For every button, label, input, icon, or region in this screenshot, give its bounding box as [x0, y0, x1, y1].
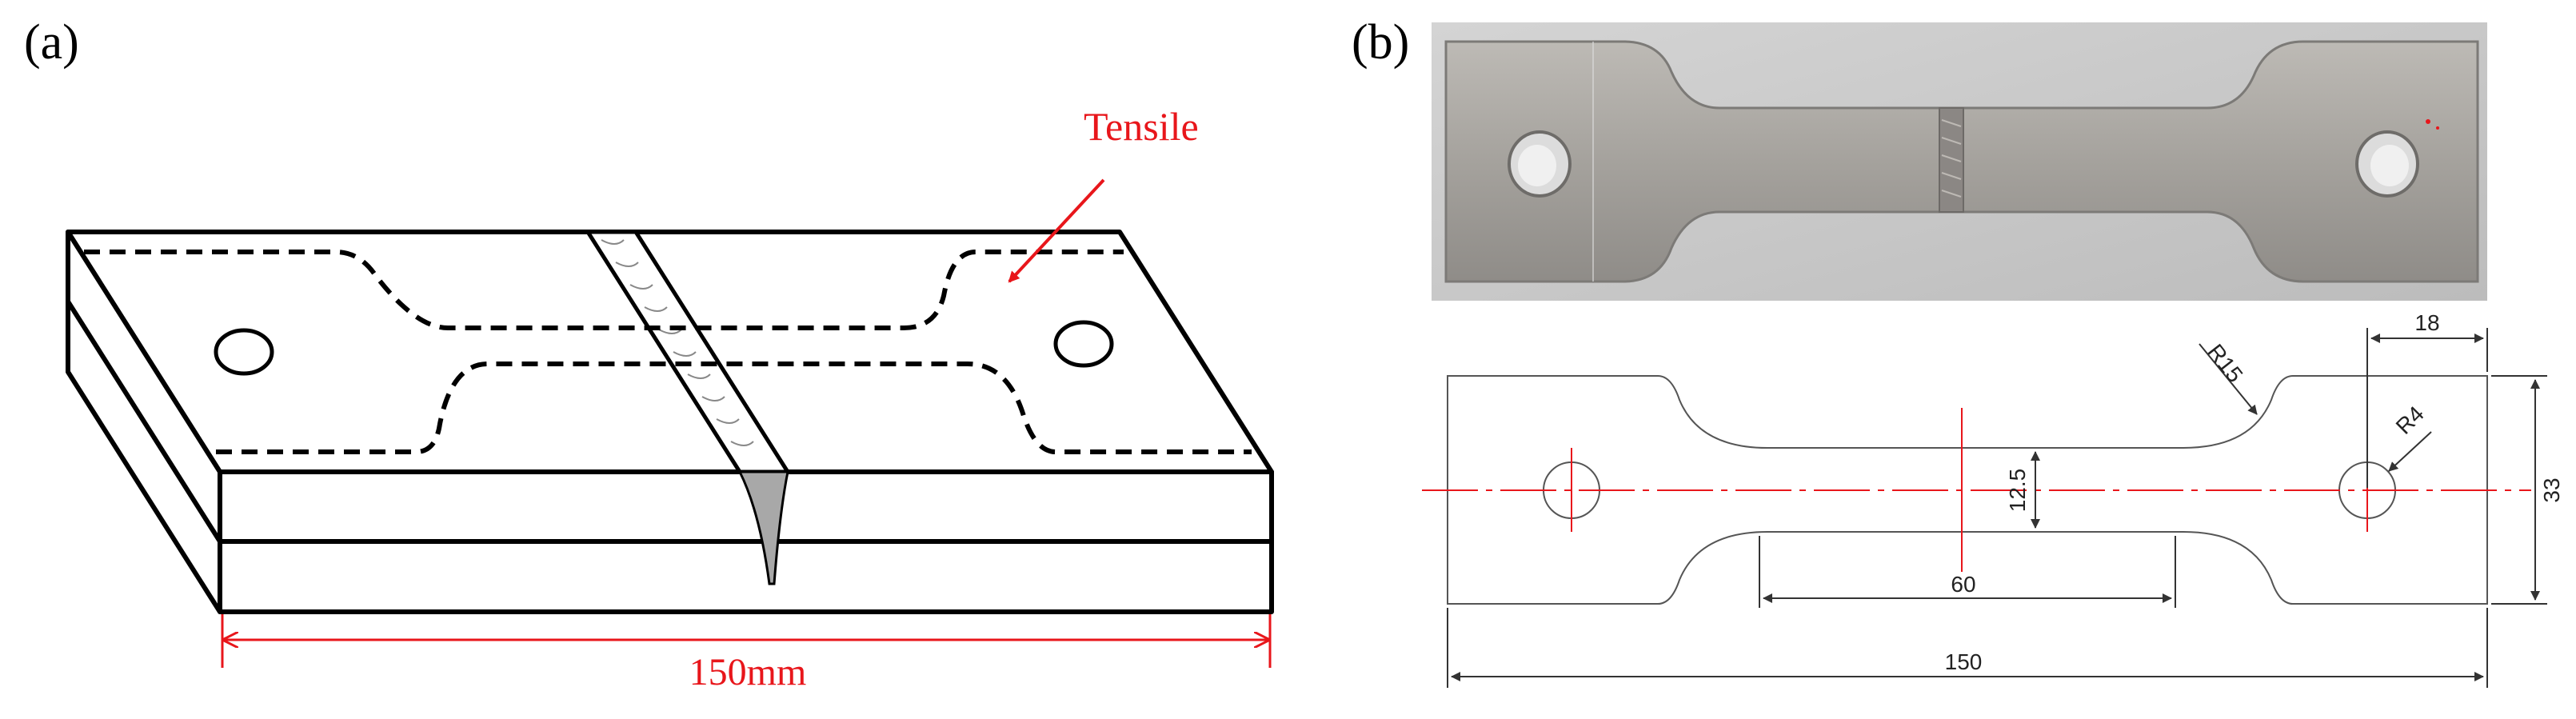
hole-left: [214, 328, 274, 376]
specimen-photo-weld: [1939, 107, 1964, 213]
drawing-dimensions: [1447, 328, 2547, 688]
tensile-annotation: Tensile: [1084, 104, 1199, 149]
dim-150-label: 150: [1945, 649, 1983, 674]
tensile-arrow: [1008, 178, 1105, 283]
panel-a-label: (a): [24, 15, 79, 70]
panel-b-label: (b): [1352, 15, 1410, 70]
dim-33-label: 33: [2539, 477, 2564, 502]
dimension-150mm: [221, 614, 1272, 668]
weld-penetration: [737, 470, 789, 585]
dimension-150mm-label: 150mm: [689, 651, 807, 693]
dim-r4-label: R4: [2391, 401, 2429, 439]
hole-right: [1053, 320, 1114, 368]
centerlines: [1422, 408, 2531, 572]
specimen-photo: [1432, 22, 2487, 301]
dim-18-label: 18: [2414, 310, 2439, 335]
dim-60-label: 60: [1951, 572, 1975, 597]
plate-left-layer-line: [66, 300, 222, 543]
dim-12-5-label: 12.5: [2005, 469, 2030, 513]
dim-r15-label: R15: [2203, 339, 2247, 387]
specimen-outline: [84, 250, 1252, 454]
specimen-outline-2d: [1447, 375, 2488, 605]
weld-seam: [584, 230, 792, 585]
